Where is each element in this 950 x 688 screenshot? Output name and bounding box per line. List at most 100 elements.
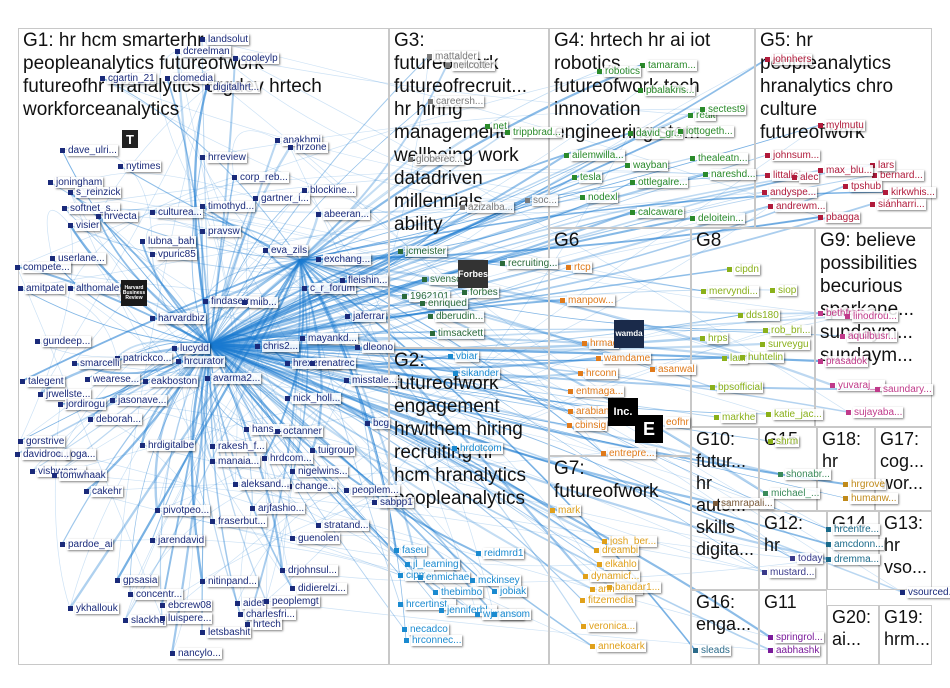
graph-node[interactable]: gartner_i... [253,193,310,204]
graph-node[interactable]: dremma... [826,554,881,565]
graph-node[interactable]: clomedia [165,73,215,84]
graph-node[interactable]: enriqued [420,298,468,309]
graph-node[interactable]: fraserbut... [210,516,267,527]
graph-node[interactable]: concentr... [128,589,184,600]
graph-node[interactable]: peoplemgt [264,596,320,607]
graph-node[interactable]: markhe [714,412,757,423]
graph-node[interactable]: yuvaraj_... [830,380,886,391]
graph-node[interactable]: hans_... [244,424,289,435]
graph-node[interactable]: amitpate [18,283,66,294]
graph-node[interactable]: tpshub [843,181,883,192]
graph-node[interactable]: dds180 [738,310,780,321]
graph-node[interactable]: letsbashit [200,627,252,638]
graph-node[interactable]: jobiak [492,586,528,597]
graph-node[interactable]: hrps [700,333,729,344]
graph-node[interactable]: today [790,553,824,564]
graph-node[interactable]: joningham [48,177,104,188]
graph-node[interactable]: jordirogu [58,399,106,410]
graph-node[interactable]: c_r_forum [302,283,357,294]
graph-node[interactable]: anakhmi [275,135,322,146]
graph-node[interactable]: culturea... [150,207,203,218]
graph-node[interactable]: nitinpand... [200,576,258,587]
graph-node[interactable]: mckinsey [470,575,521,586]
graph-node[interactable]: jrwellste... [38,389,92,400]
graph-node[interactable]: andrewm... [768,201,827,212]
graph-node[interactable]: dynamicf... [583,571,641,582]
graph-node[interactable]: dcreelman [175,46,231,57]
graph-node[interactable]: smarcelli [72,358,121,369]
graph-node[interactable]: michael_... [763,488,821,499]
graph-node[interactable]: guenolen [290,533,341,544]
graph-node[interactable]: slackhq [123,615,166,626]
graph-node[interactable]: reidmrd1 [476,548,525,559]
graph-node[interactable]: ottlegalre... [630,177,689,188]
graph-node[interactable]: manaia... [210,456,261,467]
graph-node[interactable]: hrdigitalbe [140,440,196,451]
graph-node[interactable]: entmaga... [568,386,625,397]
graph-node[interactable]: josh_ber... [602,536,658,547]
graph-node[interactable]: chris2... [255,341,300,352]
graph-node[interactable]: veronica... [581,621,637,632]
graph-node[interactable]: littalic [765,170,800,181]
graph-node[interactable]: charlesfri... [238,609,296,620]
graph-node[interactable]: bcg [365,418,391,429]
graph-node[interactable]: jaferrar [345,311,386,322]
graph-node[interactable]: faseu [394,545,428,556]
graph-node[interactable]: arabian [568,406,611,417]
graph-node[interactable]: drjohnsul... [280,565,338,576]
graph-node[interactable]: tomwhaak [52,470,107,481]
graph-node[interactable]: cooleylp [233,53,279,64]
graph-node[interactable]: cakehr [84,486,124,497]
graph-node[interactable]: bethfrate... [818,308,875,319]
graph-node[interactable]: siánharri... [870,199,926,210]
graph-node[interactable]: jasonave... [110,395,168,406]
graph-node[interactable]: sikander [453,368,500,379]
graph-node[interactable]: aleksand... [233,479,291,490]
graph-node[interactable]: mustard... [762,567,816,578]
graph-node[interactable]: hrcertinst... [398,599,457,610]
graph-node[interactable]: thebimbo [433,587,484,598]
graph-node[interactable]: deloitein... [690,213,745,224]
graph-node[interactable]: cbinsig [567,420,608,431]
graph-node[interactable]: hrcentre... [826,524,881,535]
graph-node[interactable]: iottogeth... [678,126,734,137]
graph-node[interactable]: hrmag [582,338,620,349]
graph-node[interactable]: misstale... [344,375,399,386]
graph-node[interactable]: corp_reb... [232,172,289,183]
graph-node[interactable]: entrepre... [601,448,656,459]
graph-node[interactable]: huhtelin [740,352,785,363]
graph-node[interactable]: fleishin... [340,275,389,286]
graph-node[interactable]: visier [68,220,101,231]
graph-node[interactable]: linodrou... [845,311,898,322]
graph-node[interactable]: thealeatn... [690,153,749,164]
graph-node[interactable]: change... [287,481,338,492]
graph-node[interactable]: digitalhrt... [205,82,261,93]
graph-node[interactable]: gorstrive [18,436,66,447]
graph-node[interactable]: vpuric85 [150,249,197,260]
graph-node[interactable]: tuigroup [310,445,356,456]
graph-node[interactable]: hrconnec... [404,635,463,646]
graph-node[interactable]: lars [870,160,896,171]
graph-node[interactable]: cgartin_21 [100,73,156,84]
graph-node[interactable]: johnsum... [765,150,821,161]
graph-node[interactable]: pravsw [200,226,241,237]
graph-node[interactable]: soc... [525,195,558,206]
graph-node[interactable]: robotics [597,66,642,77]
graph-node[interactable]: cipdn [727,264,760,275]
graph-node[interactable]: elkahlo [597,559,638,570]
graph-node[interactable]: wamdame [596,353,652,364]
graph-node[interactable]: dave_ulri... [60,145,118,156]
graph-node[interactable]: sleads [693,645,731,656]
graph-node[interactable]: mattalder [427,51,478,62]
graph-node[interactable]: 1962101 [402,291,450,302]
graph-node[interactable]: octanner [275,426,323,437]
graph-node[interactable]: careersh... [428,96,485,107]
graph-node[interactable]: ykhallouk [68,603,119,614]
graph-node[interactable]: nigelwins... [290,466,349,477]
graph-node[interactable]: renatrec [310,358,356,369]
graph-node[interactable]: hrdotcom [452,443,503,454]
graph-node[interactable]: prasadok [818,356,869,367]
graph-node[interactable]: patrickco... [115,353,173,364]
graph-node[interactable]: tesla [572,172,603,183]
graph-node[interactable]: timsackett [430,328,485,339]
